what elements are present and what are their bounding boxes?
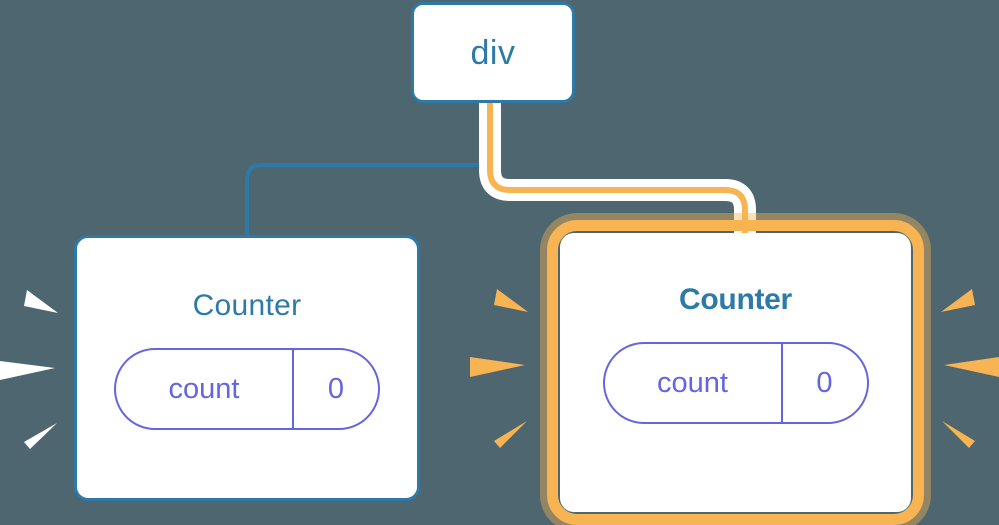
state-value-left: 0 [327, 372, 345, 405]
state-key-right: count [605, 344, 783, 422]
state-pill-right: count 0 [602, 342, 869, 424]
spark-group-right-outer [941, 289, 999, 448]
spark-ray-orange-center-lower [494, 421, 527, 448]
node-counter-left[interactable]: Counter count 0 [74, 235, 420, 501]
node-counter-left-label: Counter [192, 289, 302, 322]
spark-ray-orange-right-lower [942, 421, 975, 448]
spark-group-left-outer [0, 290, 58, 449]
spark-ray-orange-right-middle [944, 357, 999, 377]
spark-ray-white-middle [0, 361, 55, 380]
state-value-right: 0 [816, 366, 833, 399]
node-counter-right[interactable]: Counter count 0 [560, 233, 911, 512]
state-key-left: count [116, 350, 294, 428]
node-div-label: div [470, 33, 516, 72]
spark-ray-orange-right-upper [941, 289, 975, 312]
spark-ray-white-lower [24, 423, 57, 449]
edge-div-to-left-line [245, 101, 492, 239]
spark-group-center [470, 289, 528, 448]
edge-div-to-right-line [487, 103, 748, 248]
node-div[interactable]: div [411, 2, 575, 103]
node-counter-right-label: Counter [679, 283, 792, 316]
spark-ray-orange-center-upper [494, 289, 528, 312]
state-pill-left: count 0 [114, 348, 380, 430]
spark-ray-white-upper [24, 290, 58, 313]
spark-ray-orange-center-middle [470, 357, 525, 377]
